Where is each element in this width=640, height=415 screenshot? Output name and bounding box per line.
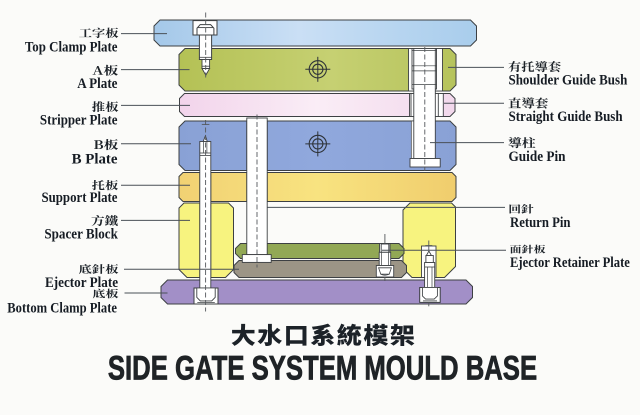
svg-text:Straight Guide Bush: Straight Guide Bush (509, 109, 623, 125)
svg-text:Support Plate: Support Plate (42, 190, 118, 206)
svg-text:A Plate: A Plate (77, 76, 117, 92)
svg-text:Bottom Clamp Plate: Bottom Clamp Plate (7, 301, 117, 317)
svg-text:Guide Pin: Guide Pin (509, 149, 566, 165)
svg-text:Shoulder Guide Bush: Shoulder Guide Bush (509, 73, 628, 89)
svg-text:Spacer Block: Spacer Block (44, 227, 118, 243)
svg-text:Return Pin: Return Pin (510, 215, 571, 231)
svg-text:Ejector Plate: Ejector Plate (45, 275, 118, 291)
svg-text:SIDE GATE SYSTEM MOULD BASE: SIDE GATE SYSTEM MOULD BASE (108, 349, 537, 387)
svg-text:Top Clamp Plate: Top Clamp Plate (25, 40, 118, 56)
svg-text:B Plate: B Plate (72, 151, 118, 167)
svg-text:Ejector Retainer Plate: Ejector Retainer Plate (510, 255, 630, 271)
svg-text:Stripper Plate: Stripper Plate (40, 113, 118, 129)
